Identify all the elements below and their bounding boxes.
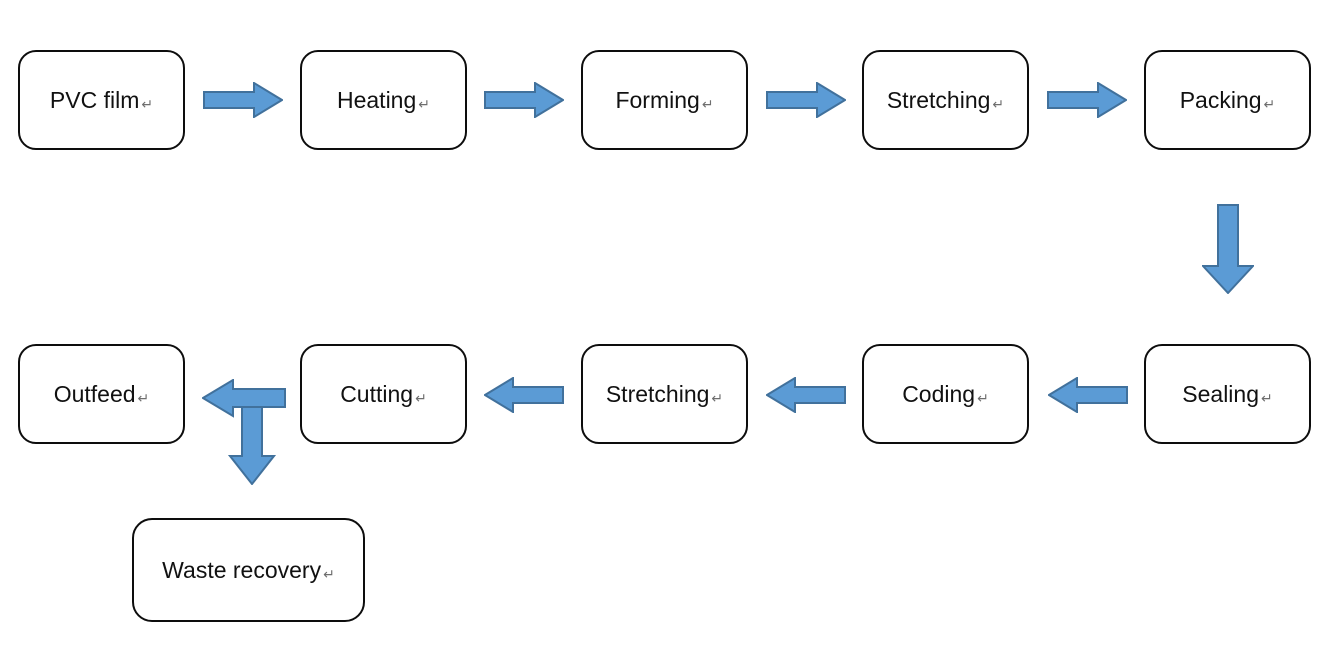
arrow-right-pvc-to-heating-icon — [203, 82, 283, 118]
node-sealing: Sealing↵ — [1144, 344, 1311, 444]
node-label: Cutting — [340, 380, 414, 407]
arrow-right-forming-to-stretching-icon — [766, 82, 846, 118]
node-label: Waste recovery — [162, 556, 322, 583]
node-cutting: Cutting↵ — [300, 344, 467, 444]
paragraph-mark-icon: ↵ — [701, 95, 714, 112]
paragraph-mark-icon: ↵ — [992, 95, 1005, 112]
arrow-right-stretching-to-packing-icon — [1047, 82, 1127, 118]
node-label: Coding — [902, 380, 976, 407]
paragraph-mark-icon: ↵ — [323, 565, 335, 582]
node-pvc-film: PVC film↵ — [18, 50, 185, 150]
paragraph-mark-icon: ↵ — [1261, 389, 1273, 406]
node-heating: Heating↵ — [300, 50, 467, 150]
arrow-down-packing-to-sealing-icon — [1202, 204, 1254, 294]
node-stretching-2: Stretching↵ — [581, 344, 748, 444]
paragraph-mark-icon: ↵ — [415, 389, 427, 406]
node-label: Outfeed — [53, 380, 136, 407]
node-label: PVC film — [49, 86, 140, 113]
paragraph-mark-icon: ↵ — [141, 95, 154, 112]
arrow-left-to-outfeed-icon — [202, 379, 286, 418]
arrow-right-heating-to-forming-icon — [484, 82, 564, 118]
node-label: Heating — [336, 86, 417, 113]
node-label: Sealing — [1182, 380, 1259, 407]
paragraph-mark-icon: ↵ — [137, 389, 150, 406]
node-stretching-1: Stretching↵ — [862, 50, 1029, 150]
arrow-left-stretching-to-cutting-icon — [484, 377, 564, 413]
node-packing: Packing↵ — [1144, 50, 1311, 150]
node-outfeed: Outfeed↵ — [18, 344, 185, 444]
node-label: Forming — [615, 86, 700, 113]
paragraph-mark-icon: ↵ — [977, 389, 989, 406]
node-forming: Forming↵ — [581, 50, 748, 150]
node-waste-recovery: Waste recovery↵ — [132, 518, 365, 622]
node-label: Stretching — [605, 380, 710, 407]
arrow-left-sealing-to-coding-icon — [1048, 377, 1128, 413]
node-label: Stretching — [886, 86, 991, 113]
paragraph-mark-icon: ↵ — [1263, 95, 1276, 112]
arrow-left-cutting-to-outfeed-and-down-waste-icon — [202, 379, 286, 485]
arrow-left-coding-to-stretching-icon — [766, 377, 846, 413]
node-coding: Coding↵ — [862, 344, 1029, 444]
paragraph-mark-icon: ↵ — [711, 389, 724, 406]
node-label: Packing — [1179, 86, 1262, 113]
paragraph-mark-icon: ↵ — [418, 95, 430, 112]
